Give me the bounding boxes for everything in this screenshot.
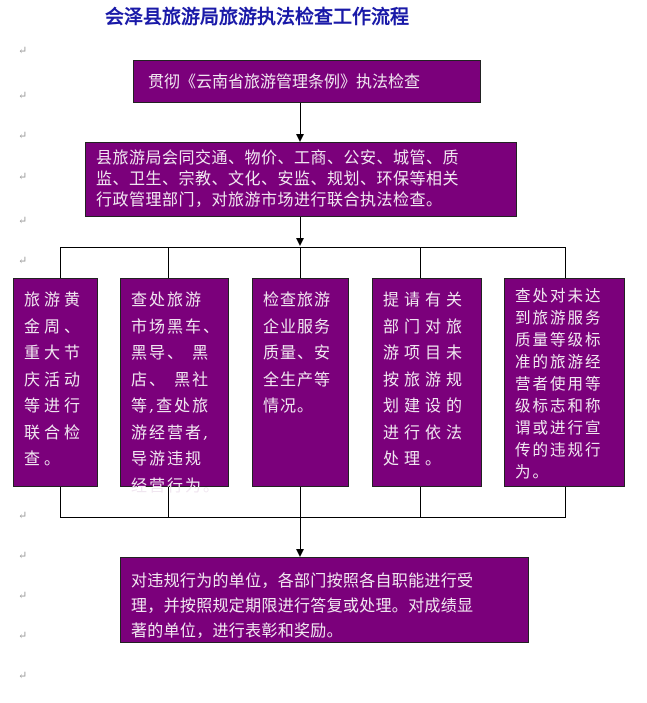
column-line: 旅游黄 <box>24 290 85 309</box>
column-line: 游项目未 <box>383 343 468 362</box>
paragraph-mark-icon <box>18 669 27 682</box>
column-line: 质量、安 <box>263 343 332 362</box>
arrow-icon <box>296 549 304 557</box>
column-line: 查。 <box>24 449 65 468</box>
connector-line <box>60 517 566 518</box>
column-line: 店、 黑社 <box>131 369 211 389</box>
column-line: 进行依法 <box>383 422 468 442</box>
connector-line <box>565 487 566 517</box>
column-line: 查处旅游 <box>131 290 204 309</box>
column-line: 质量等级标 <box>515 331 603 349</box>
column-box-golden-week: 旅游黄金周、重大节庆活动等进行联合检查。 <box>13 278 98 487</box>
second-box-line: 监、卫生、宗教、文化、安监、规划、环保等相关 <box>96 169 460 188</box>
column-line: 联合检 <box>24 422 85 442</box>
column-line: 查处对未达 <box>515 287 603 305</box>
second-box: 县旅游局会同交通、物价、工商、公安、城管、质 监、卫生、宗教、文化、安监、规划、… <box>85 142 517 217</box>
column-line: 经营行为。 <box>131 475 222 495</box>
column-line: 庆活动 <box>24 369 85 389</box>
column-line: 准的旅游经 <box>515 353 603 371</box>
arrow-icon <box>296 134 304 142</box>
column-line: 全生产等 <box>263 369 332 389</box>
connector-line <box>420 247 421 278</box>
column-line: 企业服务 <box>263 316 332 336</box>
column-line: 传的违规行 <box>515 441 603 459</box>
column-line: 到旅游服务 <box>515 309 603 327</box>
second-box-line: 行政管理部门，对旅游市场进行联合执法检查。 <box>96 190 443 209</box>
column-line: 营者使用等 <box>515 375 603 393</box>
column-line: 提请有关 <box>383 290 468 309</box>
column-line: 部门对旅 <box>383 316 468 336</box>
top-box: 贯彻《云南省旅游管理条例》执法检查 <box>133 60 481 103</box>
bottom-box-line: 理，并按照规定期限进行答复或处理。对成绩显 <box>131 596 474 615</box>
connector-line <box>60 487 61 517</box>
paragraph-mark-icon <box>18 254 27 267</box>
connector-line <box>300 487 301 549</box>
bottom-box-line: 著的单位，进行表彰和奖励。 <box>131 621 343 640</box>
connector-line <box>300 247 301 278</box>
column-line: 市场黑车、 <box>131 316 222 336</box>
column-box-illegal-operations: 查处旅游市场黑车、黑导、 黑店、 黑社等,查处旅游经营者, 导游违规经营行为。 <box>120 278 229 495</box>
column-line: 谓或进行宣 <box>515 419 603 437</box>
connector-line <box>60 247 61 278</box>
connector-line <box>168 247 169 278</box>
column-line: 导游违规 <box>131 449 204 468</box>
column-line: 按旅游规 <box>383 369 468 389</box>
column-line: 金周、 <box>24 316 85 336</box>
paragraph-mark-icon <box>18 89 27 102</box>
column-line: 级标志和称 <box>515 397 603 415</box>
column-line: 情况。 <box>263 396 315 415</box>
column-box-service-quality: 检查旅游企业服务质量、安全生产等情况。 <box>252 278 349 487</box>
column-line: 等进行 <box>24 396 85 415</box>
connector-line <box>168 487 169 517</box>
paragraph-mark-icon <box>18 170 27 183</box>
paragraph-mark-icon <box>18 214 27 227</box>
second-box-line: 县旅游局会同交通、物价、工商、公安、城管、质 <box>96 148 460 167</box>
bottom-box-line: 对违规行为的单位，各部门按照各自职能进行受 <box>131 571 474 590</box>
column-line: 等,查处旅 <box>131 396 211 415</box>
paragraph-mark-icon <box>18 129 27 142</box>
column-line: 划建设的 <box>383 396 468 415</box>
column-line: 检查旅游 <box>263 290 332 309</box>
paragraph-mark-icon <box>18 44 27 57</box>
column-line: 黑导、 黑 <box>131 343 211 362</box>
column-line: 重大节 <box>24 343 85 362</box>
paragraph-mark-icon <box>18 549 27 562</box>
top-box-text: 贯彻《云南省旅游管理条例》执法检查 <box>148 72 421 91</box>
column-line: 为。 <box>515 463 551 481</box>
paragraph-mark-icon <box>18 589 27 602</box>
column-line: 处理。 <box>383 449 447 468</box>
column-box-grade-standards: 查处对未达到旅游服务质量等级标准的旅游经营者使用等级标志和称谓或进行宣传的违规行… <box>504 278 625 487</box>
page-title: 会泽县旅游局旅游执法检查工作流程 <box>105 6 410 28</box>
paragraph-mark-icon <box>18 629 27 642</box>
connector-line <box>300 103 301 135</box>
arrow-icon <box>296 238 304 246</box>
connector-line <box>565 247 566 278</box>
connector-line <box>420 487 421 517</box>
paragraph-mark-icon <box>18 509 27 522</box>
connector-line <box>300 217 301 239</box>
bottom-box: 对违规行为的单位，各部门按照各自职能进行受 理，并按照规定期限进行答复或处理。对… <box>120 557 529 643</box>
column-line: 游经营者, <box>131 422 211 442</box>
column-box-project-planning: 提请有关部门对旅游项目未按旅游规划建设的进行依法处理。 <box>372 278 482 487</box>
connector-line <box>60 247 566 248</box>
